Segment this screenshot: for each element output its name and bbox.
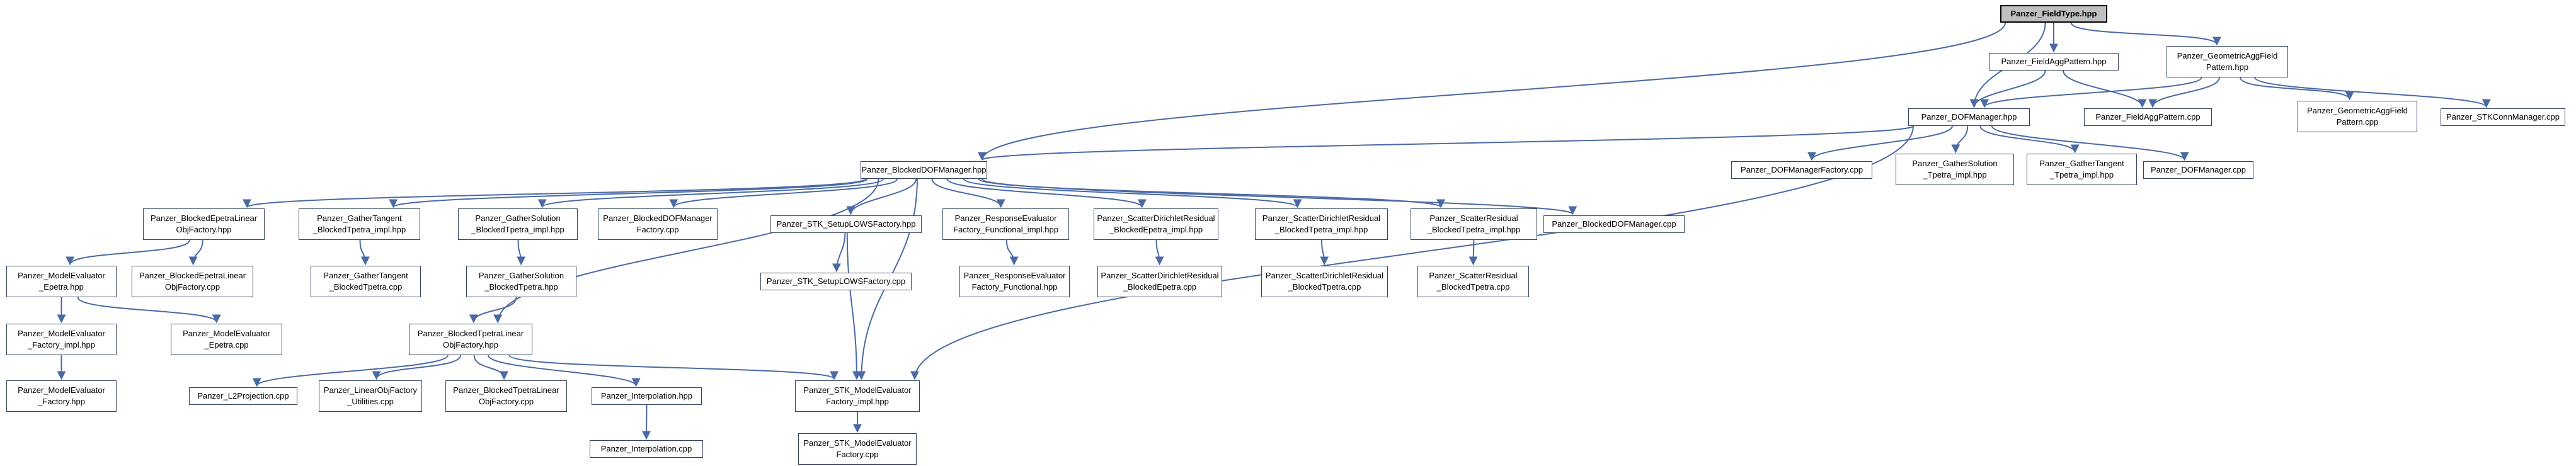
edge-dof_manager_hpp--gather_tan_tpetra_impl	[1979, 125, 2080, 154]
edge-geom_agg_pattern_hpp--field_agg_pattern_cpp	[2148, 77, 2220, 108]
edge-blocked_epetra_lof_hpp--model_eval_epetra_hpp	[66, 239, 190, 266]
graph-node-sdr_blk_tpetra_cpp[interactable]: Panzer_ScatterDirichletResidual _Blocked…	[1261, 266, 1388, 297]
edge-field_type--geom_agg_pattern_hpp	[2070, 22, 2221, 46]
edge-sdr_blk_epetra_impl--sdr_blk_epetra_cpp	[1155, 239, 1164, 266]
edge-geom_agg_pattern_hpp--stk_conn_manager_cpp	[2254, 77, 2491, 108]
graph-node-stk_me_factory_cpp[interactable]: Panzer_STK_ModelEvaluator Factory.cpp	[798, 433, 917, 465]
edge-blocked_dof_mgr_hpp--sdr_blk_epetra_impl	[946, 178, 1147, 208]
edge-blocked_dof_mgr_hpp--sdr_blk_tpetra_impl	[963, 178, 1302, 208]
graph-node-dof_mgr_factory_cpp[interactable]: Panzer_DOFManagerFactory.cpp	[1731, 161, 1872, 179]
graph-node-field_agg_pattern_cpp[interactable]: Panzer_FieldAggPattern.cpp	[2084, 108, 2212, 126]
edge-blocked_dof_mgr_hpp--blocked_dof_mgr_fac_cpp	[669, 178, 898, 208]
edge-blocked_tpetra_lof_hpp--blocked_tpetra_lof_cpp	[473, 355, 509, 380]
graph-node-field_agg_pattern_hpp[interactable]: Panzer_FieldAggPattern.hpp	[1989, 53, 2119, 71]
edge-blocked_epetra_lof_hpp--blocked_epetra_lof_cpp	[188, 239, 203, 266]
graph-node-gather_sol_blk_hpp[interactable]: Panzer_GatherSolution _BlockedTpetra.hpp	[466, 266, 576, 297]
graph-node-sdr_blk_epetra_cpp[interactable]: Panzer_ScatterDirichletResidual _Blocked…	[1097, 266, 1222, 297]
edge-stk_setup_lows_hpp--stk_setup_lows_cpp	[832, 232, 846, 273]
graph-node-gather_sol_tpetra_impl[interactable]: Panzer_GatherSolution _Tpetra_impl.hpp	[1896, 154, 2014, 185]
graph-node-model_eval_epetra_hpp[interactable]: Panzer_ModelEvaluator _Epetra.hpp	[6, 266, 117, 297]
graph-node-sdr_blk_epetra_impl[interactable]: Panzer_ScatterDirichletResidual _Blocked…	[1094, 208, 1218, 240]
edge-field_agg_pattern_hpp--dof_manager_hpp	[1969, 70, 2046, 108]
edge-blocked_tpetra_lof_hpp--interpolation_hpp	[487, 355, 641, 387]
graph-node-geom_agg_pattern_hpp[interactable]: Panzer_GeometricAggField Pattern.hpp	[2167, 46, 2288, 77]
edge-gather_tan_blk_impl--gather_tan_blk_cpp	[359, 239, 370, 266]
graph-node-gather_tan_blk_impl[interactable]: Panzer_GatherTangent _BlockedTpetra_impl…	[299, 208, 420, 240]
edge-blocked_dof_mgr_hpp--blocked_tpetra_lof_hpp	[493, 178, 879, 324]
edge-dof_manager_hpp--gather_sol_tpetra_impl	[1951, 125, 1969, 154]
graph-node-dof_manager_cpp[interactable]: Panzer_DOFManager.cpp	[2143, 161, 2253, 179]
graph-node-model_eval_factory_hpp[interactable]: Panzer_ModelEvaluator _Factory.hpp	[6, 380, 117, 412]
edge-gather_sol_blk_impl--gather_sol_blk_hpp	[517, 239, 526, 266]
graph-node-field_type: Panzer_FieldType.hpp	[2000, 5, 2107, 23]
edge-sdr_blk_tpetra_impl--sdr_blk_tpetra_cpp	[1320, 239, 1329, 266]
graph-node-blocked_epetra_lof_cpp[interactable]: Panzer_BlockedEpetraLinear ObjFactory.cp…	[132, 266, 253, 297]
graph-node-model_eval_fac_impl[interactable]: Panzer_ModelEvaluator _Factory_impl.hpp	[6, 324, 117, 355]
edge-geom_agg_pattern_hpp--dof_manager_hpp	[1980, 77, 2202, 108]
edge-blocked_dof_mgr_hpp--blocked_epetra_lof_hpp	[243, 178, 866, 208]
graph-node-blocked_tpetra_lof_cpp[interactable]: Panzer_BlockedTpetraLinear ObjFactory.cp…	[445, 380, 567, 412]
edge-blocked_dof_mgr_hpp--ref_functional_impl	[931, 178, 1005, 208]
graph-node-blocked_dof_mgr_hpp[interactable]: Panzer_BlockedDOFManager.hpp	[861, 161, 987, 179]
edge-blocked_tpetra_lof_hpp--stk_me_factory_impl	[508, 355, 839, 380]
graph-node-lof_utilities_cpp[interactable]: Panzer_LinearObjFactory _Utilities.cpp	[319, 380, 422, 412]
edge-blocked_tpetra_lof_hpp--lof_utilities_cpp	[372, 355, 462, 380]
edge-ref_functional_impl--ref_functional_hpp	[1005, 239, 1019, 266]
graph-node-stk_setup_lows_hpp[interactable]: Panzer_STK_SetupLOWSFactory.hpp	[770, 215, 922, 233]
graph-node-blocked_epetra_lof_hpp[interactable]: Panzer_BlockedEpetraLinear ObjFactory.hp…	[143, 208, 265, 240]
edge-dof_manager_hpp--blocked_dof_mgr_hpp	[978, 125, 1914, 161]
graph-node-model_eval_epetra_cpp[interactable]: Panzer_ModelEvaluator _Epetra.cpp	[171, 324, 282, 355]
graph-node-sdr_blk_tpetra_impl[interactable]: Panzer_ScatterDirichletResidual _Blocked…	[1255, 208, 1388, 240]
graph-node-blocked_dof_mgr_cpp[interactable]: Panzer_BlockedDOFManager.cpp	[1543, 215, 1685, 233]
graph-node-sr_blk_tpetra_impl[interactable]: Panzer_ScatterResidual _BlockedTpetra_im…	[1411, 208, 1537, 240]
graph-node-blocked_dof_mgr_fac_cpp[interactable]: Panzer_BlockedDOFManager Factory.cpp	[598, 208, 718, 240]
graph-node-geom_agg_pattern_cpp[interactable]: Panzer_GeometricAggField Pattern.cpp	[2298, 101, 2417, 132]
graph-node-stk_me_factory_impl[interactable]: Panzer_STK_ModelEvaluator Factory_impl.h…	[795, 380, 920, 412]
edge-field_type--blocked_dof_mgr_hpp	[978, 22, 2006, 161]
edge-model_eval_epetra_hpp--model_eval_epetra_cpp	[77, 297, 221, 324]
edge-gather_sol_blk_hpp--blocked_tpetra_lof_hpp	[469, 297, 517, 324]
graph-node-interpolation_cpp[interactable]: Panzer_Interpolation.cpp	[590, 440, 703, 458]
edge-field_agg_pattern_hpp--field_agg_pattern_cpp	[2062, 70, 2147, 108]
edge-dof_manager_hpp--dof_mgr_factory_cpp	[1807, 125, 1953, 161]
graph-node-dof_manager_hpp[interactable]: Panzer_DOFManager.hpp	[1908, 108, 2030, 126]
graph-node-ref_functional_impl[interactable]: Panzer_ResponseEvaluator Factory_Functio…	[942, 208, 1069, 240]
graph-node-stk_conn_manager_cpp[interactable]: Panzer_STKConnManager.cpp	[2441, 108, 2565, 126]
graph-node-interpolation_hpp[interactable]: Panzer_Interpolation.hpp	[592, 387, 702, 405]
graph-node-sr_blk_tpetra_cpp[interactable]: Panzer_ScatterResidual _BlockedTpetra.cp…	[1417, 266, 1529, 297]
graph-node-gather_sol_blk_impl[interactable]: Panzer_GatherSolution _BlockedTpetra_imp…	[458, 208, 578, 240]
edge-blocked_dof_mgr_hpp--stk_setup_lows_hpp	[846, 178, 917, 215]
edge-stk_setup_lows_hpp--stk_me_factory_impl	[846, 232, 861, 380]
edge-blocked_dof_mgr_hpp--gather_tan_blk_impl	[389, 178, 868, 208]
edge-blocked_dof_mgr_hpp--sr_blk_tpetra_impl	[978, 178, 1445, 208]
edge-blocked_dof_mgr_hpp--gather_sol_blk_impl	[537, 178, 884, 208]
edge-dof_manager_hpp--dof_manager_cpp	[1991, 125, 2189, 161]
graph-node-l2_projection_cpp[interactable]: Panzer_L2Projection.cpp	[189, 387, 297, 405]
graph-node-gather_tan_tpetra_impl[interactable]: Panzer_GatherTangent _Tpetra_impl.hpp	[2027, 154, 2137, 185]
graph-node-blocked_tpetra_lof_hpp[interactable]: Panzer_BlockedTpetraLinear ObjFactory.hp…	[409, 324, 532, 355]
edge-blocked_dof_mgr_hpp--blocked_dof_mgr_cpp	[982, 178, 1577, 215]
graph-node-gather_tan_blk_cpp[interactable]: Panzer_GatherTangent _BlockedTpetra.cpp	[311, 266, 421, 297]
graph-node-ref_functional_hpp[interactable]: Panzer_ResponseEvaluator Factory_Functio…	[959, 266, 1070, 297]
graph-node-stk_setup_lows_cpp[interactable]: Panzer_STK_SetupLOWSFactory.cpp	[760, 273, 912, 290]
edge-blocked_tpetra_lof_hpp--l2_projection_cpp	[252, 355, 449, 387]
edge-geom_agg_pattern_hpp--geom_agg_pattern_cpp	[2240, 77, 2354, 101]
